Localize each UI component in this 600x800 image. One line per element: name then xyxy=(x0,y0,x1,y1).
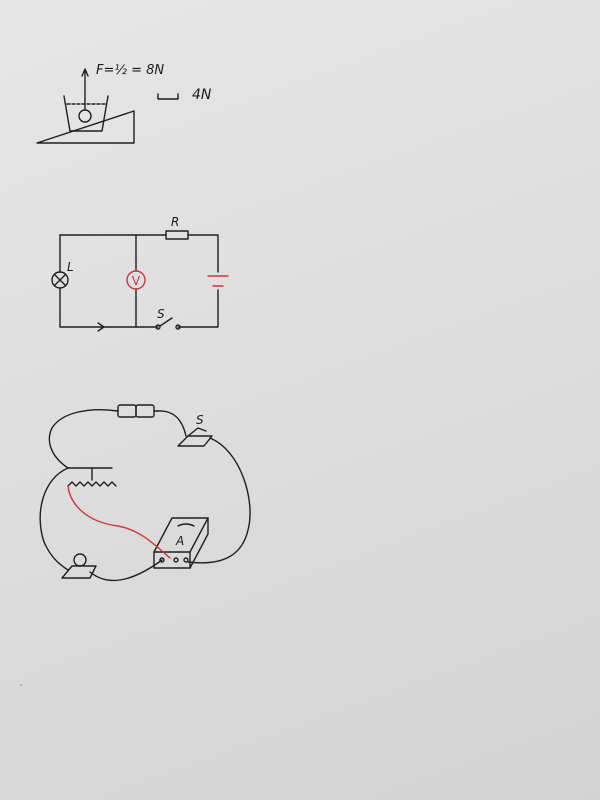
ammeter-label: A xyxy=(175,534,184,548)
weight-label: 4N xyxy=(192,87,212,103)
battery-symbol xyxy=(207,275,229,287)
bottom-wire xyxy=(59,287,159,328)
top-wire-right xyxy=(187,234,219,273)
voltmeter-label: V xyxy=(132,274,141,288)
force-label: F=½ = 8N xyxy=(96,63,164,78)
lamp-socket xyxy=(61,553,97,579)
wire-battery-to-switch xyxy=(157,410,187,437)
current-direction-arrow xyxy=(97,322,105,332)
weight-bracket xyxy=(157,93,179,100)
floating-ball xyxy=(78,109,92,123)
wire-battery-to-left xyxy=(48,408,119,469)
wiring-diagram: S A xyxy=(39,404,251,582)
red-wire-rheostat-to-ammeter xyxy=(67,485,171,559)
incline-wedge xyxy=(36,110,135,144)
right-wire-lower xyxy=(177,289,219,328)
voltmeter-symbol xyxy=(126,270,146,290)
paper-speck xyxy=(20,684,22,686)
resistor-label: R xyxy=(171,215,179,229)
lamp-symbol xyxy=(51,271,69,289)
battery-cells xyxy=(117,404,159,418)
knife-switch xyxy=(177,427,213,447)
switch-symbol xyxy=(155,317,181,330)
resistor-symbol xyxy=(165,230,189,240)
lamp-label: L xyxy=(67,260,74,274)
ammeter xyxy=(153,517,209,569)
wire-switch-to-ammeter xyxy=(187,437,251,564)
wire-rheostat-to-lamp xyxy=(39,467,69,571)
buoyancy-figure: F=½ = 8N 4N xyxy=(36,63,212,144)
switch-label: S xyxy=(157,307,165,321)
rheostat xyxy=(67,467,117,487)
switch-s-label: S xyxy=(196,413,204,427)
wire-lamp-to-ammeter xyxy=(89,559,163,582)
force-arrow xyxy=(81,68,89,111)
circuit-schematic: R L V S xyxy=(51,215,229,332)
beaker xyxy=(63,95,109,132)
